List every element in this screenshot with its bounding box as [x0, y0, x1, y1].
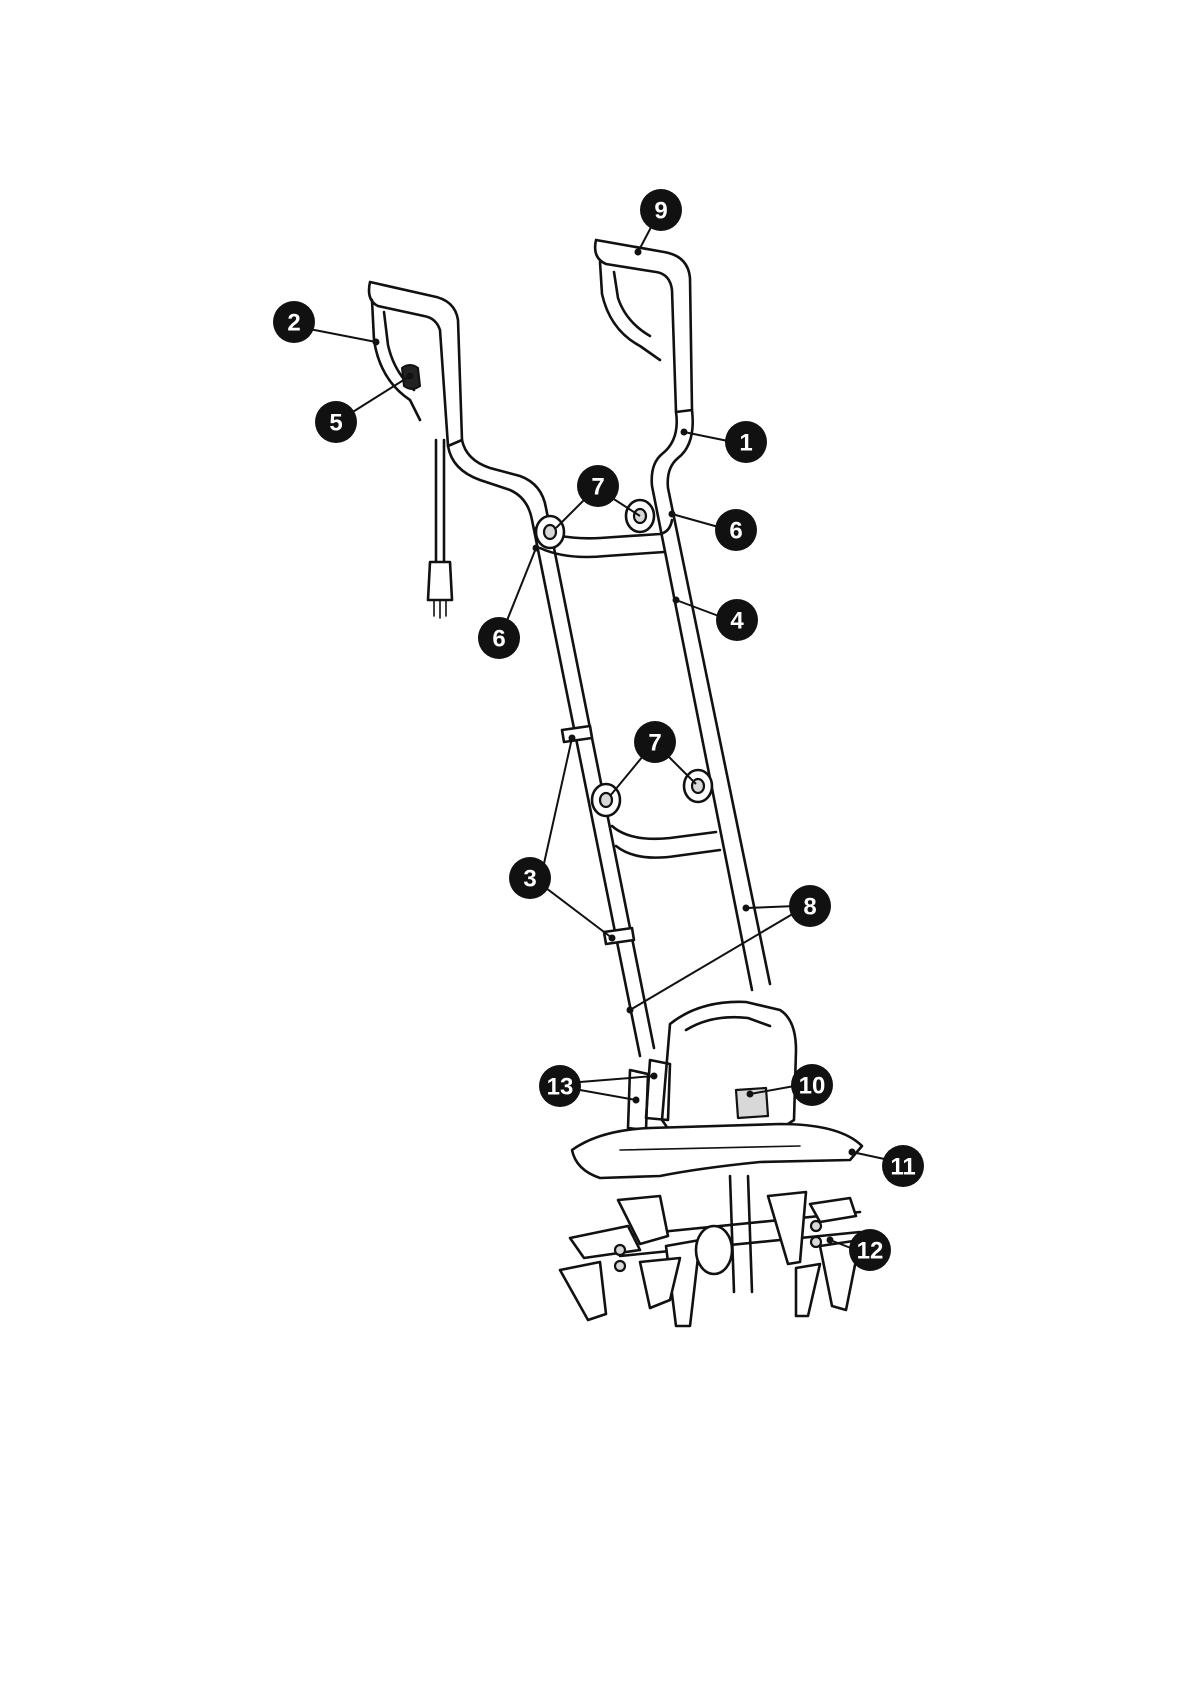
tine-shield — [572, 1124, 862, 1178]
callout-5-label: 5 — [329, 410, 342, 437]
callout-9: 9 — [640, 189, 682, 231]
tines — [560, 1176, 860, 1326]
callout-7-lower-label: 7 — [648, 730, 661, 757]
callout-12: 12 — [849, 1229, 891, 1271]
callout-10: 10 — [791, 1064, 833, 1106]
callout-3-label: 3 — [523, 866, 536, 893]
callout-4-label: 4 — [730, 608, 744, 635]
motor-housing — [628, 1002, 796, 1140]
callout-13: 13 — [539, 1065, 581, 1107]
knob-upper-left — [536, 516, 564, 548]
callout-9-label: 9 — [654, 198, 667, 225]
callout-8-label: 8 — [803, 894, 816, 921]
callout-13-label: 13 — [547, 1074, 574, 1101]
callout-4: 4 — [716, 599, 758, 641]
callout-7-upper-label: 7 — [591, 474, 604, 501]
callout-7-upper: 7 — [577, 465, 619, 507]
callout-11-label: 11 — [890, 1154, 915, 1181]
callout-8: 8 — [789, 885, 831, 927]
callout-6-right: 6 — [715, 509, 757, 551]
lower-crossbar — [592, 770, 720, 858]
callout-6-right-label: 6 — [729, 518, 742, 545]
callout-10-label: 10 — [799, 1073, 826, 1100]
callout-2-label: 2 — [287, 310, 300, 337]
callout-3: 3 — [509, 857, 551, 899]
callout-6-left: 6 — [478, 617, 520, 659]
callout-11: 11 — [882, 1145, 924, 1187]
callout-1-label: 1 — [739, 430, 752, 457]
callout-7-lower: 7 — [634, 721, 676, 763]
callout-2: 2 — [273, 301, 315, 343]
callout-5: 5 — [315, 401, 357, 443]
cable-clips — [562, 726, 634, 944]
callout-6-left-label: 6 — [492, 626, 505, 653]
callout-12-label: 12 — [857, 1238, 884, 1265]
upper-crossbar — [536, 500, 672, 557]
callout-1: 1 — [725, 421, 767, 463]
